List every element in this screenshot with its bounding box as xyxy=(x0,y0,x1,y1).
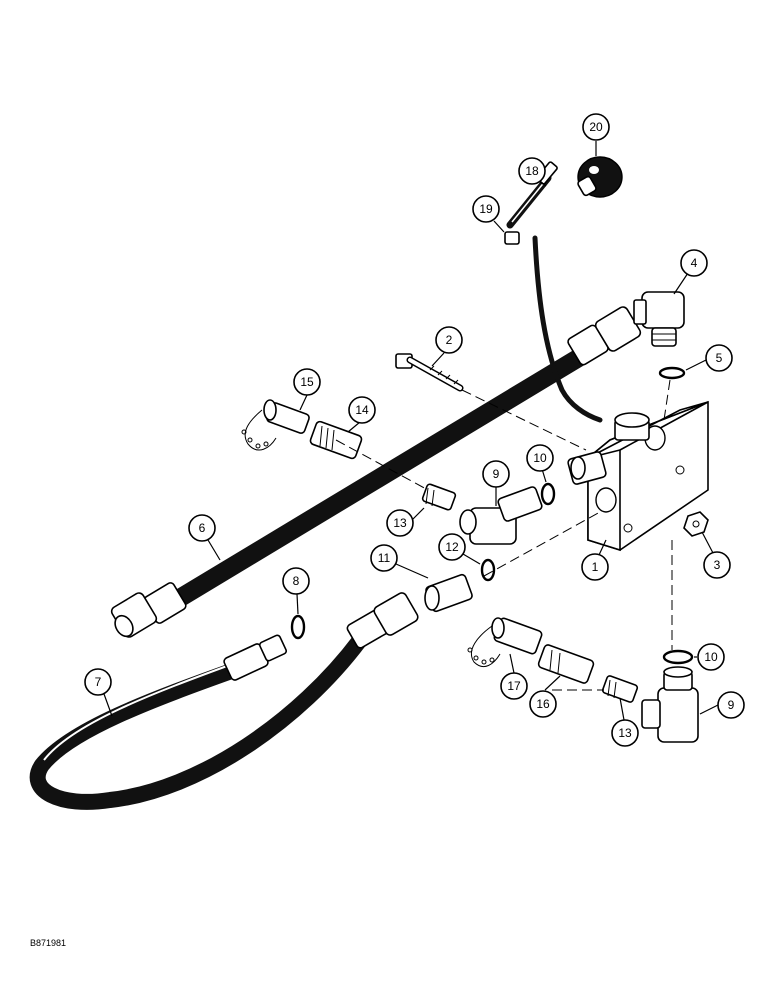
callout-3: 3 xyxy=(703,551,731,579)
callout-13-upper: 13 xyxy=(386,509,414,537)
part-13-adapter-upper xyxy=(421,483,457,511)
part-12-o-ring xyxy=(480,558,496,582)
callout-17: 17 xyxy=(500,672,528,700)
part-17-cap xyxy=(467,617,543,667)
part-16-coupler xyxy=(537,644,595,684)
callout-10-lower: 10 xyxy=(697,643,725,671)
leader-lines xyxy=(103,141,719,721)
part-15-coupler-cap xyxy=(241,399,310,451)
svg-text:9: 9 xyxy=(493,467,500,481)
svg-text:10: 10 xyxy=(704,650,718,664)
part-10-o-ring-lower xyxy=(662,649,694,665)
callouts: 20 18 19 4 2 5 15 14 10 9 13 6 12 11 1 3… xyxy=(84,113,745,747)
callout-8: 8 xyxy=(282,567,310,595)
callout-16: 16 xyxy=(529,690,557,718)
callout-11: 11 xyxy=(370,544,398,572)
hose-7 xyxy=(29,592,419,810)
svg-text:9: 9 xyxy=(728,698,735,712)
part-3-nut xyxy=(683,511,709,537)
svg-text:1: 1 xyxy=(592,560,599,574)
svg-text:14: 14 xyxy=(355,403,369,417)
svg-text:6: 6 xyxy=(199,521,206,535)
callout-15: 15 xyxy=(293,368,321,396)
hose-6 xyxy=(110,306,642,638)
hose-6-fitting-lower xyxy=(110,582,187,638)
callout-5: 5 xyxy=(705,344,733,372)
callout-12: 12 xyxy=(438,533,466,561)
svg-text:8: 8 xyxy=(293,574,300,588)
hose-7-fitting-left xyxy=(223,634,288,681)
callout-19: 19 xyxy=(472,195,500,223)
part-2-bolt xyxy=(395,353,464,392)
svg-text:12: 12 xyxy=(445,540,459,554)
svg-text:18: 18 xyxy=(525,164,539,178)
drawing-code: B871981 xyxy=(30,938,67,948)
hose-7-fitting-right xyxy=(346,592,419,649)
callout-2: 2 xyxy=(435,326,463,354)
assembly-lines xyxy=(335,379,673,691)
part-8-o-ring xyxy=(290,614,306,640)
callout-4: 4 xyxy=(680,249,708,277)
part-20-knob xyxy=(577,156,623,198)
callout-14: 14 xyxy=(348,396,376,424)
svg-text:19: 19 xyxy=(479,202,493,216)
callout-9-upper: 9 xyxy=(482,460,510,488)
part-5-o-ring xyxy=(658,366,686,380)
hose-6-fitting-upper xyxy=(567,306,642,366)
svg-text:16: 16 xyxy=(536,697,550,711)
svg-text:13: 13 xyxy=(393,516,407,530)
callout-18: 18 xyxy=(518,157,546,185)
part-9-elbow-lower xyxy=(641,666,699,743)
svg-text:3: 3 xyxy=(714,558,721,572)
callout-9-lower: 9 xyxy=(717,691,745,719)
part-10-o-ring-upper xyxy=(540,482,556,506)
part-19-nut xyxy=(504,231,520,245)
callout-1: 1 xyxy=(581,553,609,581)
svg-text:4: 4 xyxy=(691,256,698,270)
svg-text:11: 11 xyxy=(378,551,391,565)
callout-10-upper: 10 xyxy=(526,444,554,472)
valve-body-1 xyxy=(567,400,709,552)
part-4-elbow xyxy=(633,291,685,347)
callout-7: 7 xyxy=(84,668,112,696)
svg-text:17: 17 xyxy=(507,679,521,693)
svg-text:15: 15 xyxy=(300,375,314,389)
svg-text:7: 7 xyxy=(95,675,102,689)
callout-13-lower: 13 xyxy=(611,719,639,747)
part-13-adapter-lower xyxy=(601,675,639,703)
svg-text:5: 5 xyxy=(716,351,723,365)
callout-20: 20 xyxy=(582,113,610,141)
svg-text:13: 13 xyxy=(618,726,632,740)
svg-text:10: 10 xyxy=(533,451,547,465)
part-9-elbow-upper xyxy=(459,486,543,545)
svg-text:2: 2 xyxy=(446,333,453,347)
part-11-adapter xyxy=(424,573,473,613)
svg-text:20: 20 xyxy=(589,120,603,134)
callout-6: 6 xyxy=(188,514,216,542)
